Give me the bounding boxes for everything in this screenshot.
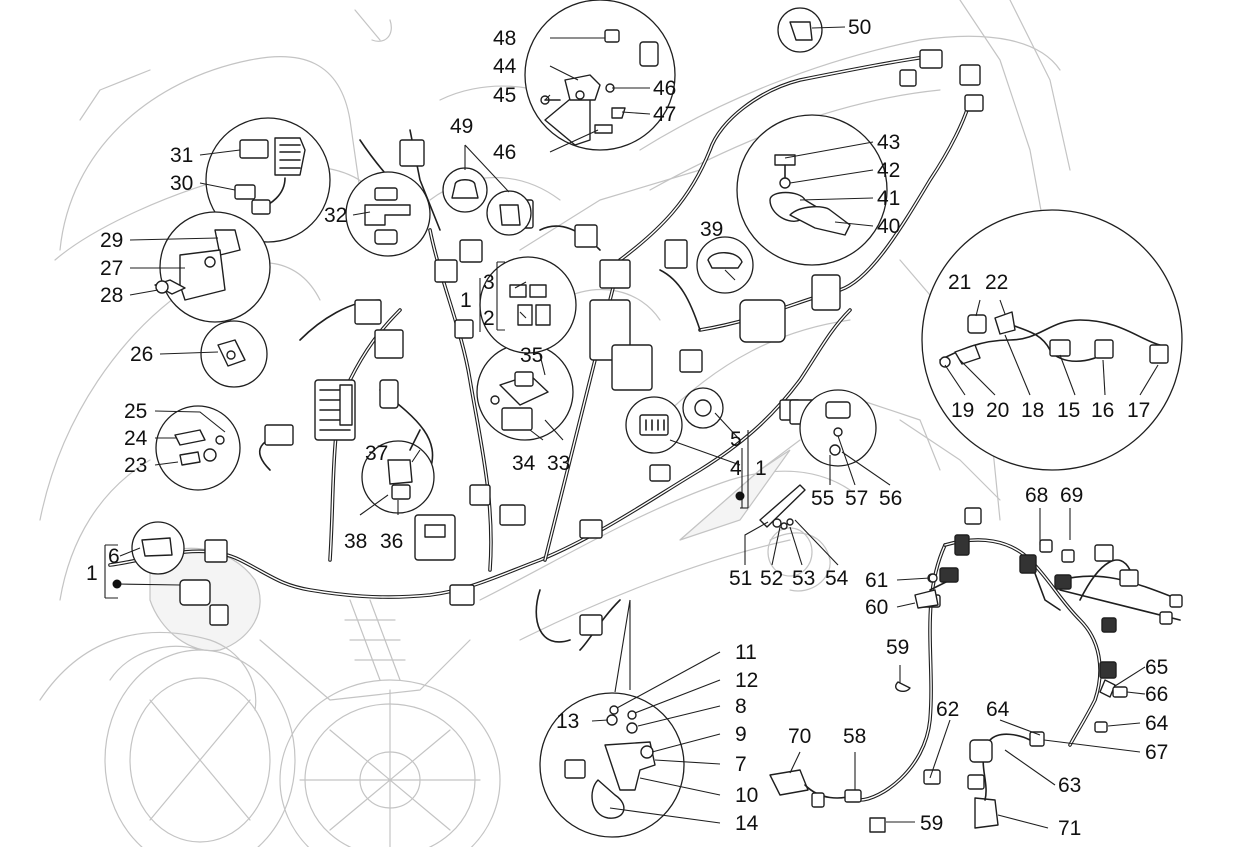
abs-sensor-harness — [759, 484, 1183, 833]
part-label-65: 65 — [1145, 656, 1168, 679]
part-label-62: 62 — [936, 698, 959, 721]
part-label-37: 37 — [365, 442, 388, 465]
part-label-12: 12 — [735, 669, 758, 692]
part-label-1-connector: 1 — [755, 457, 767, 480]
part-label-68: 68 — [1025, 484, 1048, 507]
part-label-67: 67 — [1145, 741, 1168, 764]
detail-circle-clamp — [736, 114, 888, 266]
part-label-43: 43 — [877, 131, 900, 154]
part-label-34: 34 — [512, 452, 536, 475]
part-label-8: 8 — [735, 695, 747, 718]
part-label-59-lower: 59 — [920, 812, 943, 835]
part-label-3: 3 — [483, 271, 495, 294]
part-label-63: 63 — [1058, 774, 1081, 797]
part-label-6: 6 — [108, 545, 120, 568]
part-label-10: 10 — [735, 784, 758, 807]
part-label-24: 24 — [124, 427, 148, 450]
part-label-60: 60 — [865, 596, 888, 619]
part-label-11: 11 — [735, 641, 757, 664]
part-label-61: 61 — [865, 569, 888, 592]
part-label-35: 35 — [520, 344, 543, 367]
part-label-19: 19 — [951, 399, 974, 422]
part-label-30: 30 — [170, 172, 193, 195]
part-label-45: 45 — [493, 84, 516, 107]
part-label-1-fuse: 1 — [460, 289, 472, 312]
part-label-1-front: 1 — [86, 562, 98, 585]
part-label-38: 38 — [344, 530, 367, 553]
part-label-41: 41 — [877, 187, 900, 210]
part-label-25: 25 — [124, 400, 147, 423]
part-label-28: 28 — [100, 284, 123, 307]
part-label-51: 51 — [729, 567, 752, 590]
part-label-64: 64 — [986, 698, 1010, 721]
part-label-23: 23 — [124, 454, 147, 477]
group-brackets — [112, 278, 748, 589]
part-label-59: 59 — [886, 636, 909, 659]
part-label-48: 48 — [493, 27, 516, 50]
part-label-16: 16 — [1091, 399, 1114, 422]
part-label-33: 33 — [547, 452, 570, 475]
part-label-56: 56 — [879, 487, 902, 510]
part-label-36: 36 — [380, 530, 403, 553]
part-label-42: 42 — [877, 159, 900, 182]
part-label-2: 2 — [483, 307, 495, 330]
part-label-64-right: 64 — [1145, 712, 1169, 735]
part-label-18: 18 — [1021, 399, 1044, 422]
part-label-27: 27 — [100, 257, 123, 280]
part-label-29: 29 — [100, 229, 123, 252]
part-label-9: 9 — [735, 723, 747, 746]
part-label-31: 31 — [170, 144, 193, 167]
part-label-47: 47 — [653, 103, 676, 126]
part-number-labels: 48 44 45 46 47 46 50 49 43 42 41 40 31 3… — [86, 16, 1169, 840]
part-label-20: 20 — [986, 399, 1009, 422]
part-label-57: 57 — [845, 487, 868, 510]
part-label-44: 44 — [493, 55, 517, 78]
part-label-26: 26 — [130, 343, 153, 366]
part-label-5: 5 — [730, 428, 742, 451]
part-label-70: 70 — [788, 725, 811, 748]
part-label-71: 71 — [1058, 817, 1081, 840]
part-label-49: 49 — [450, 115, 473, 138]
part-label-7: 7 — [735, 753, 747, 776]
part-label-46-lower: 46 — [493, 141, 516, 164]
part-label-66: 66 — [1145, 683, 1168, 706]
part-label-21: 21 — [948, 271, 971, 294]
part-label-54: 54 — [825, 567, 849, 590]
part-label-69: 69 — [1060, 484, 1083, 507]
part-label-46: 46 — [653, 77, 676, 100]
part-label-22: 22 — [985, 271, 1008, 294]
part-label-14: 14 — [735, 812, 759, 835]
part-label-4: 4 — [730, 457, 742, 480]
part-label-17: 17 — [1127, 399, 1150, 422]
detail-circle-23 — [155, 405, 241, 491]
part-label-15: 15 — [1057, 399, 1080, 422]
part-label-40: 40 — [877, 215, 900, 238]
part-label-52: 52 — [760, 567, 783, 590]
leader-lines — [104, 26, 1159, 829]
part-label-32: 32 — [324, 204, 347, 227]
part-label-50: 50 — [848, 16, 871, 39]
part-label-53: 53 — [792, 567, 815, 590]
part-label-39: 39 — [700, 218, 723, 241]
part-label-58: 58 — [843, 725, 866, 748]
part-label-13: 13 — [556, 710, 579, 733]
part-label-55: 55 — [811, 487, 834, 510]
